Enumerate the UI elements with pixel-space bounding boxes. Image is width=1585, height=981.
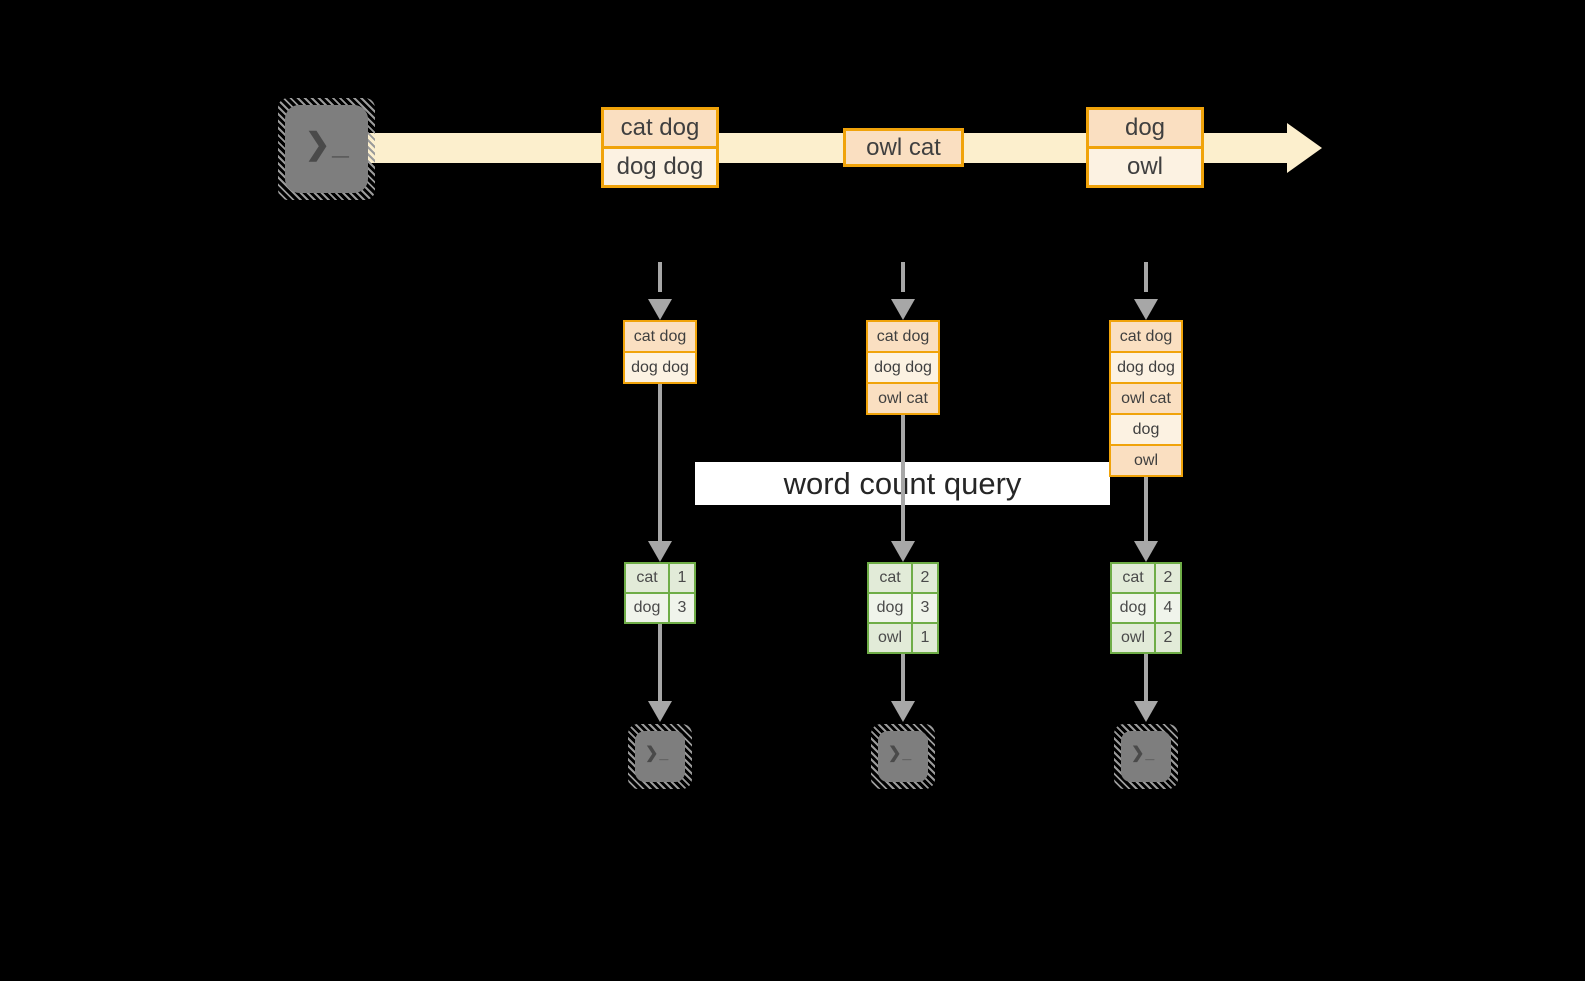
- count-cell: 1: [670, 564, 694, 592]
- batch-to-state-arrow-dash: [658, 262, 662, 292]
- terminal-prompt-glyph: ❯_: [1121, 731, 1171, 782]
- batch-to-state-arrowhead: [891, 299, 915, 320]
- state-to-result-arrowhead: [648, 541, 672, 562]
- result-to-output-arrowhead: [648, 701, 672, 722]
- accumulated-record: owl cat: [868, 384, 938, 413]
- accumulated-records-box-3: cat dog dog dog owl cat dog owl: [1109, 320, 1183, 477]
- stream-batch-box-2: owl cat: [843, 128, 964, 167]
- output-terminal-icon-3: ❯_: [1114, 724, 1178, 789]
- accumulated-records-box-1: cat dog dog dog: [623, 320, 697, 384]
- stream-record: dog: [1089, 110, 1201, 146]
- result-to-output-arrow-line: [658, 624, 662, 701]
- accumulated-records-box-2: cat dog dog dog owl cat: [866, 320, 940, 415]
- input-terminal-icon: ❯_: [278, 98, 375, 200]
- state-to-result-arrow-line: [658, 384, 662, 541]
- stream-batch-box-3: dog owl: [1086, 107, 1204, 188]
- terminal-prompt-glyph: ❯_: [878, 731, 928, 782]
- word-cell: cat: [869, 564, 911, 592]
- stream-record: owl: [1089, 149, 1201, 185]
- accumulated-record: cat dog: [868, 322, 938, 351]
- word-cell: cat: [1112, 564, 1154, 592]
- stream-batch-box-1: cat dog dog dog: [601, 107, 719, 188]
- count-cell: 4: [1156, 594, 1180, 622]
- word-count-table-1: cat 1 dog 3: [624, 562, 696, 624]
- stream-record: cat dog: [604, 110, 716, 146]
- result-to-output-arrow-line: [901, 654, 905, 701]
- count-cell: 3: [670, 594, 694, 622]
- count-cell: 2: [913, 564, 937, 592]
- result-to-output-arrow-line: [1144, 654, 1148, 701]
- word-cell: owl: [1112, 624, 1154, 652]
- terminal-prompt-glyph: ❯_: [635, 731, 685, 782]
- accumulated-record: dog dog: [625, 353, 695, 382]
- stream-record: owl cat: [846, 131, 961, 164]
- word-count-table-2: cat 2 dog 3 owl 1: [867, 562, 939, 654]
- result-to-output-arrowhead: [1134, 701, 1158, 722]
- output-terminal-icon-1: ❯_: [628, 724, 692, 789]
- state-to-result-arrowhead: [1134, 541, 1158, 562]
- word-cell: dog: [1112, 594, 1154, 622]
- stream-record: dog dog: [604, 149, 716, 185]
- accumulated-record: cat dog: [625, 322, 695, 351]
- accumulated-record: owl cat: [1111, 384, 1181, 413]
- word-cell: owl: [869, 624, 911, 652]
- accumulated-record: dog: [1111, 415, 1181, 444]
- word-cell: dog: [869, 594, 911, 622]
- word-cell: dog: [626, 594, 668, 622]
- state-to-result-arrow-line: [901, 415, 905, 541]
- count-cell: 2: [1156, 624, 1180, 652]
- count-cell: 1: [913, 624, 937, 652]
- batch-to-state-arrowhead: [648, 299, 672, 320]
- result-to-output-arrowhead: [891, 701, 915, 722]
- count-cell: 3: [913, 594, 937, 622]
- terminal-prompt-glyph: ❯_: [285, 105, 368, 193]
- word-cell: cat: [626, 564, 668, 592]
- batch-to-state-arrow-dash: [1144, 262, 1148, 292]
- count-cell: 2: [1156, 564, 1180, 592]
- accumulated-record: cat dog: [1111, 322, 1181, 351]
- output-terminal-icon-2: ❯_: [871, 724, 935, 789]
- stream-timeline-arrowhead: [1287, 123, 1322, 173]
- accumulated-record: owl: [1111, 446, 1181, 475]
- state-to-result-arrowhead: [891, 541, 915, 562]
- word-count-table-3: cat 2 dog 4 owl 2: [1110, 562, 1182, 654]
- state-to-result-arrow-line: [1144, 477, 1148, 541]
- accumulated-record: dog dog: [1111, 353, 1181, 382]
- batch-to-state-arrowhead: [1134, 299, 1158, 320]
- accumulated-record: dog dog: [868, 353, 938, 382]
- batch-to-state-arrow-dash: [901, 262, 905, 292]
